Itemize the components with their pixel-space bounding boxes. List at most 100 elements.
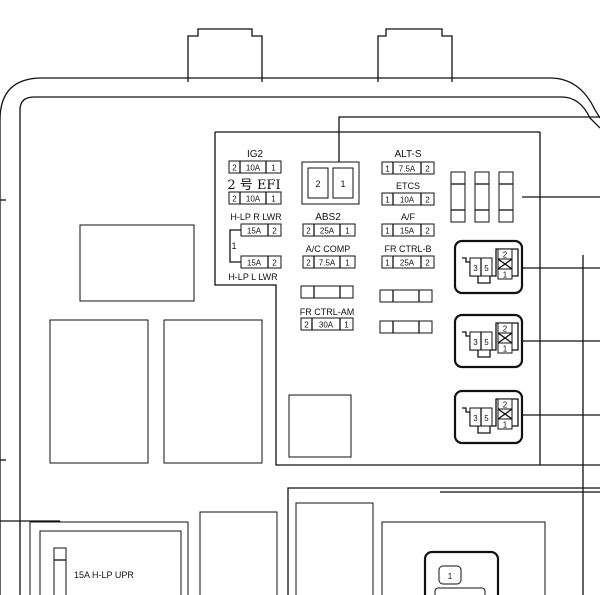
hlp-l-fuse [240, 255, 282, 269]
pin-label: 1 [503, 271, 508, 280]
ig2-rating: 10A [246, 164, 261, 173]
pin-label: 2 [232, 195, 237, 204]
relay-pin-box [332, 167, 354, 199]
pin-label: 2 [306, 259, 311, 268]
pin-label: 1 [385, 196, 390, 205]
pin-label: 2 [503, 251, 508, 260]
pin-label: 1 [340, 179, 345, 189]
hlp-r-lwr-label: H-LP R LWR [230, 212, 282, 222]
pin-label: 1 [345, 259, 350, 268]
alt-s-label: ALT-S [394, 149, 421, 160]
pin-label: 2 [425, 259, 430, 268]
relay-connector-3: 3 5 2 1 [453, 389, 524, 445]
lower-pin [438, 565, 462, 585]
pin-box [497, 268, 513, 280]
small-relay-slot [288, 394, 352, 458]
pin-label: 1 [385, 259, 390, 268]
pin-label: 2 [425, 227, 430, 236]
pin-label: 1 [231, 241, 236, 251]
pin-label: 1 [344, 321, 349, 330]
pin-box [497, 418, 513, 430]
leader-line [338, 116, 600, 162]
pin-label: 1 [385, 165, 390, 174]
ig2-fuse [228, 160, 282, 174]
housing [0, 28, 600, 595]
af-rating: 15A [400, 227, 415, 236]
pin-label: 2 [503, 325, 508, 334]
blade-fuse [450, 171, 466, 223]
leader-lines [0, 116, 600, 550]
pin-label: 5 [484, 414, 489, 423]
lower-relay-slot [199, 511, 278, 595]
hlp-l-rating: 15A [247, 259, 262, 268]
abs2-fuse [302, 223, 356, 237]
relay-pin-box [307, 167, 329, 199]
efi-label: 2 号 EFI [227, 178, 280, 193]
blade-fuses [450, 171, 514, 223]
inner-panel-left-edge [214, 132, 600, 466]
pin-label: 1 [271, 164, 276, 173]
af-label: A/F [401, 212, 416, 222]
pin-label: 2 [272, 259, 277, 268]
middle-fuse-column: 2 1 ABS2 2 25A 1 A/C COMP 2 7.5A 1 FR CT… [300, 161, 360, 331]
fr-ctrl-am-rating: 30A [319, 321, 334, 330]
lower-pin-row [434, 587, 486, 595]
pin-label: 5 [484, 338, 489, 347]
pin-label: 2 [306, 227, 311, 236]
relay-slot-left [49, 319, 149, 464]
ig2-label: IG2 [247, 149, 264, 160]
efi-fuse [228, 191, 282, 205]
relay-slot-top-left [79, 224, 195, 302]
pin-label: 5 [484, 264, 489, 273]
relay-slot-center [163, 319, 263, 464]
fr-ctrl-b-label: FR CTRL-B [385, 244, 432, 254]
pin-label: 2 [232, 164, 237, 173]
top-tab-right [377, 28, 453, 82]
fr-ctrl-am-label: FR CTRL-AM [300, 307, 355, 317]
relay-connector-2: 3 5 2 1 [453, 313, 524, 369]
fr-ctrl-b-rating: 25A [400, 259, 415, 268]
pin-label: 2 [503, 401, 508, 410]
pin-box [497, 342, 513, 354]
pin-label: 2 [425, 196, 430, 205]
pin-label: 1 [385, 227, 390, 236]
pin-label: 1 [503, 345, 508, 354]
right-fuse-column: ALT-S 1 7.5A 2 ETCS 1 10A 2 A/F 1 15A 2 … [379, 149, 435, 334]
inner-shell [19, 96, 600, 595]
hlp-l-lwr-label: H-LP L LWR [228, 272, 278, 282]
blade-fuse [474, 171, 490, 223]
pin-label: 2 [272, 227, 277, 236]
pin-label: 3 [473, 414, 478, 423]
pin-label: 2 [425, 165, 430, 174]
ac-comp-rating: 7.5A [319, 259, 336, 268]
hlp-bracket [229, 229, 241, 263]
outer-shell [0, 77, 600, 595]
abs2-label: ABS2 [315, 212, 341, 223]
lower-right-housing [287, 487, 600, 595]
spare-fuse-slot [379, 320, 433, 334]
lower-section: 15A H-LP UPR 1 [29, 487, 600, 595]
etcs-rating: 10A [400, 196, 415, 205]
pin-label: 1 [345, 227, 350, 236]
pin-label: 3 [473, 338, 478, 347]
top-tab-left [187, 28, 263, 82]
left-fuse-column: IG2 2 10A 1 2 号 EFI 2 10A 1 H-LP R LWR 1… [227, 149, 282, 282]
blade-fuse [498, 171, 514, 223]
ac-comp-fuse [302, 255, 356, 269]
spare-fuse-slot [379, 289, 433, 303]
lower-relay-slot-2 [295, 502, 374, 595]
hlp-r-rating: 15A [247, 227, 262, 236]
ac-comp-label: A/C COMP [306, 244, 351, 254]
pin-label: 2 [315, 179, 320, 189]
pin-label: 1 [271, 195, 276, 204]
hlp-upr-label: 15A H-LP UPR [74, 570, 134, 580]
hlp-upr-fuse [53, 547, 67, 595]
pin-label: 2 [304, 321, 309, 330]
relay-connector-1: 3 5 2 1 [453, 239, 524, 295]
efi-rating: 10A [246, 195, 261, 204]
alt-s-rating: 7.5A [399, 165, 416, 174]
pin-label: 3 [473, 264, 478, 273]
etcs-label: ETCS [396, 181, 420, 191]
pin-label: 1 [503, 421, 508, 430]
